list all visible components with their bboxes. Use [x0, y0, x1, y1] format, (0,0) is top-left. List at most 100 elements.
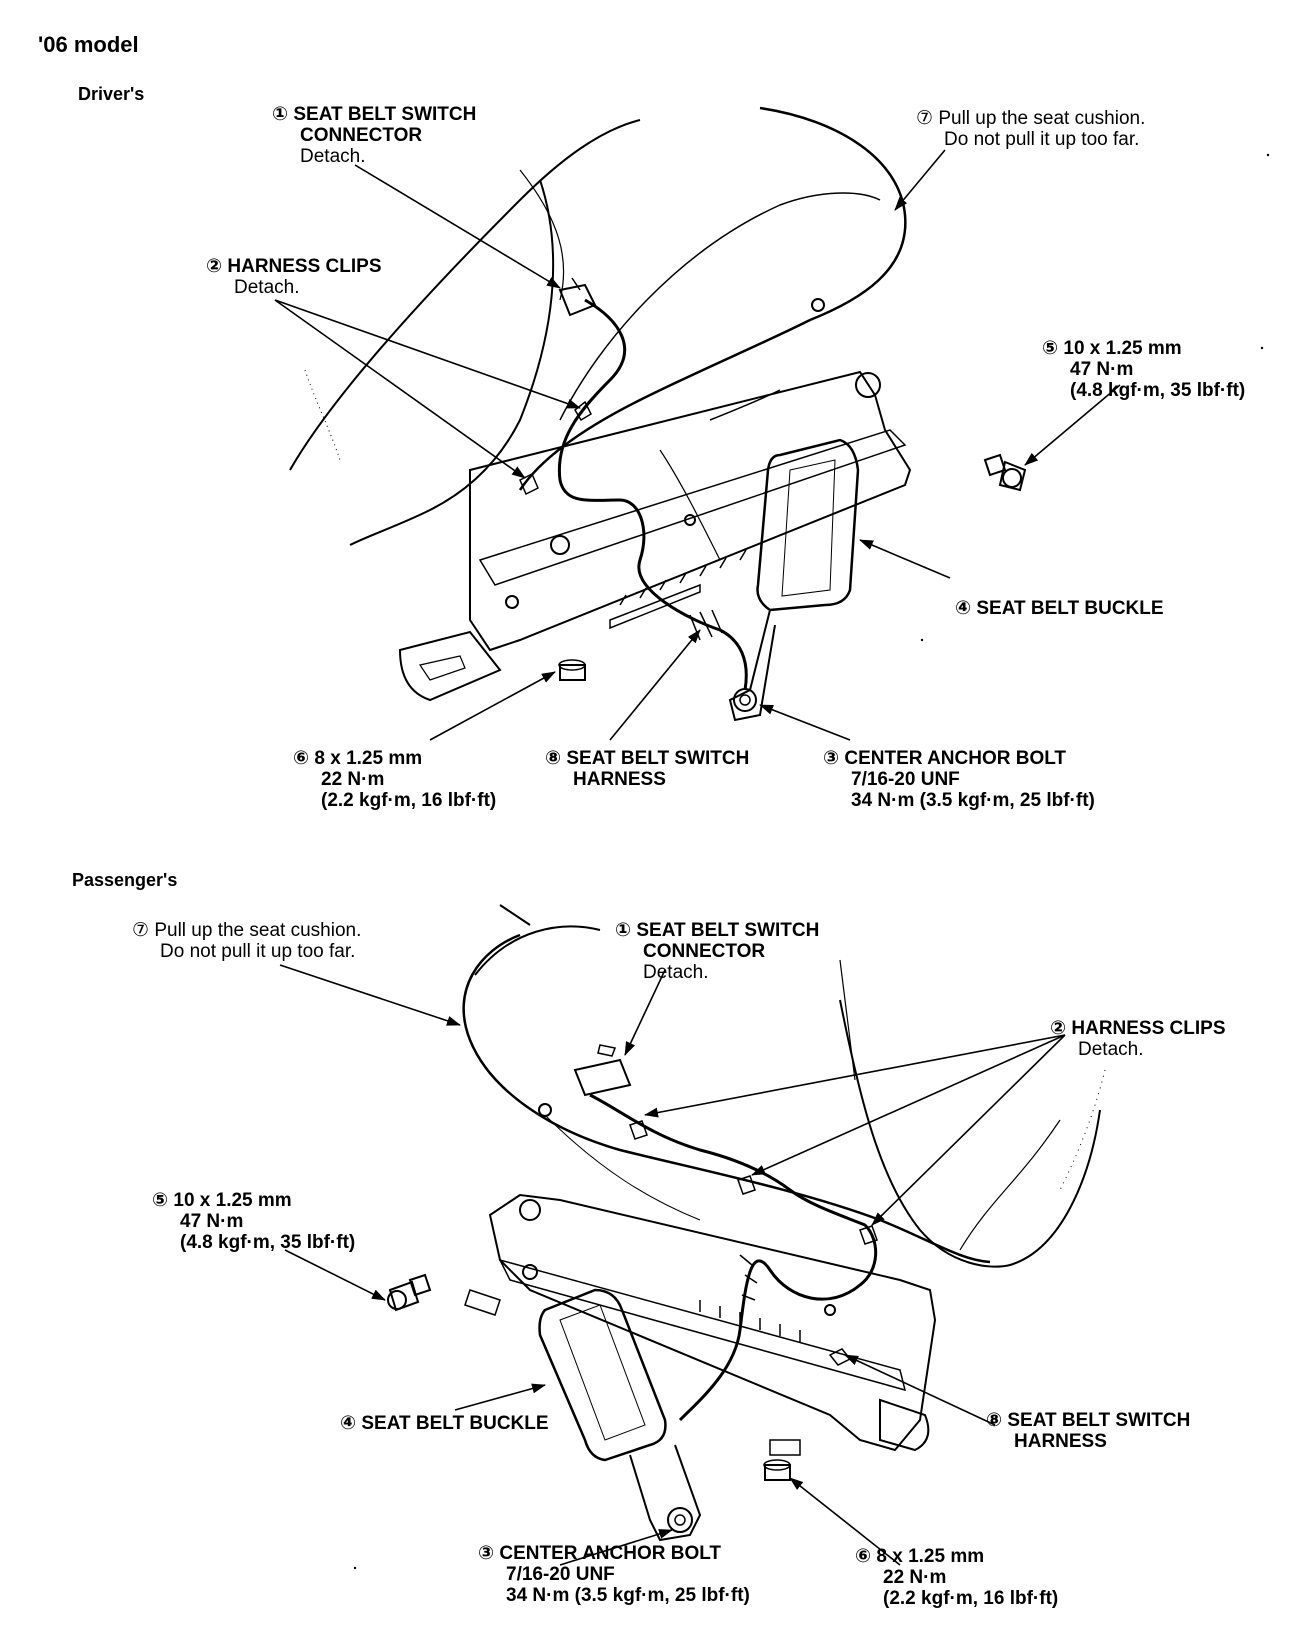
driver-callout-6: ⑥ 8 x 1.25 mm 22 N·m (2.2 kgf·m, 16 lbf·…: [293, 748, 496, 811]
callout-text: Pull up the seat cushion.: [154, 920, 362, 941]
callout-number: ①: [615, 920, 632, 941]
passenger-switch-connector: [573, 1058, 632, 1097]
callout-number: ①: [272, 104, 289, 125]
callout-number: ③: [823, 748, 840, 769]
callout-text: (2.2 kgf·m, 16 lbf·ft): [883, 1588, 1059, 1609]
callout-text: CENTER ANCHOR BOLT: [499, 1543, 722, 1564]
passenger-bolt: [387, 1273, 432, 1312]
passenger-callout-5: ⑤ 10 x 1.25 mm 47 N·m (4.8 kgf·m, 35 lbf…: [152, 1190, 355, 1253]
callout-text: 7/16-20 UNF: [851, 769, 960, 790]
driver-seat-illustration: [289, 106, 1027, 722]
callout-number: ⑥: [855, 1546, 872, 1567]
callout-text: Detach.: [1078, 1039, 1144, 1060]
callout-text: SEAT BELT SWITCH: [636, 920, 820, 941]
callout-text: 10 x 1.25 mm: [1063, 338, 1182, 359]
callout-number: ⑧: [545, 748, 562, 769]
passenger-callout-4: ④ SEAT BELT BUCKLE: [340, 1413, 549, 1434]
callout-text: (2.2 kgf·m, 16 lbf·ft): [321, 790, 497, 811]
callout-text: CONNECTOR: [643, 941, 766, 962]
passenger-harness-clip: [629, 1120, 648, 1140]
callout-number: ④: [955, 598, 972, 619]
callout-number: ⑦: [916, 108, 934, 129]
callout-text: Pull up the seat cushion.: [938, 108, 1146, 129]
callout-number: ②: [1050, 1018, 1067, 1039]
callout-text: 22 N·m: [883, 1567, 947, 1588]
driver-callout-4: ④ SEAT BELT BUCKLE: [955, 598, 1164, 619]
callout-number: ⑦: [132, 920, 150, 941]
callout-text: 47 N·m: [1070, 359, 1134, 380]
driver-nut: [559, 664, 586, 681]
speck: [1260, 346, 1264, 350]
callout-text: 10 x 1.25 mm: [173, 1190, 292, 1211]
passenger-seat-rail: [488, 1193, 937, 1452]
driver-switch-connector: [558, 283, 597, 317]
passenger-harness-clip-2: [737, 1175, 756, 1195]
callout-text: 34 N·m (3.5 kgf·m, 25 lbf·ft): [851, 790, 1095, 811]
callout-number: ⑥: [293, 748, 310, 769]
passenger-seat-belt-buckle: [538, 1288, 667, 1462]
callout-text: Do not pull it up too far.: [160, 941, 356, 962]
callout-text: SEAT BELT SWITCH: [293, 104, 477, 125]
passengers-heading: Passenger's: [72, 870, 178, 890]
passenger-nut: [764, 1464, 791, 1481]
passenger-callout-6: ⑥ 8 x 1.25 mm 22 N·m (2.2 kgf·m, 16 lbf·…: [855, 1546, 1058, 1609]
driver-harness-clip: [574, 400, 592, 422]
callout-text: Do not pull it up too far.: [944, 129, 1140, 150]
passenger-callout-8: ⑧ SEAT BELT SWITCH HARNESS: [986, 1410, 1190, 1452]
passenger-center-anchor-bolt: [667, 1507, 693, 1533]
passenger-callout-3: ③ CENTER ANCHOR BOLT 7/16-20 UNF 34 N·m …: [478, 1543, 750, 1606]
callout-text: (4.8 kgf·m, 35 lbf·ft): [180, 1232, 356, 1253]
passenger-seat-belt-switch-harness: [589, 1093, 878, 1422]
speck: [353, 1566, 357, 1570]
drivers-heading: Driver's: [78, 84, 145, 104]
callout-text: SEAT BELT SWITCH: [566, 748, 750, 769]
driver-callout-2: ② HARNESS CLIPS Detach.: [206, 256, 382, 298]
driver-callout-1: ① SEAT BELT SWITCH CONNECTOR Detach.: [272, 104, 476, 167]
driver-seat-rail: [469, 370, 912, 652]
passenger-callout-7: ⑦ Pull up the seat cushion. Do not pull …: [132, 920, 361, 962]
callout-text: SEAT BELT BUCKLE: [361, 1413, 549, 1434]
driver-harness-clip-2: [519, 472, 539, 496]
callout-text: CENTER ANCHOR BOLT: [844, 748, 1067, 769]
callout-text: HARNESS CLIPS: [227, 256, 382, 277]
page-title: '06 model: [38, 32, 139, 57]
callout-text: 34 N·m (3.5 kgf·m, 25 lbf·ft): [506, 1585, 750, 1606]
driver-bolt: [983, 453, 1027, 492]
callout-text: (4.8 kgf·m, 35 lbf·ft): [1070, 380, 1246, 401]
callout-number: ⑧: [986, 1410, 1003, 1431]
speck: [1266, 153, 1270, 157]
callout-text: 8 x 1.25 mm: [876, 1546, 985, 1567]
callout-text: 8 x 1.25 mm: [314, 748, 423, 769]
driver-floor-bracket: [398, 630, 502, 702]
callout-number: ⑤: [1042, 338, 1059, 359]
callout-text: HARNESS CLIPS: [1071, 1018, 1226, 1039]
passenger-seat-cushion: [462, 933, 991, 1264]
passenger-seat-back: [839, 999, 1101, 1268]
callout-number: ③: [478, 1543, 495, 1564]
callout-text: Detach.: [643, 962, 709, 983]
passenger-floor-bracket: [879, 1398, 930, 1452]
driver-leader-lines: [274, 149, 1121, 741]
driver-callout-7: ⑦ Pull up the seat cushion. Do not pull …: [916, 108, 1145, 150]
callout-text: 47 N·m: [180, 1211, 244, 1232]
callout-text: HARNESS: [1014, 1431, 1107, 1452]
passenger-callout-2: ② HARNESS CLIPS Detach.: [1050, 1018, 1226, 1060]
passenger-seat-illustration: [387, 904, 1106, 1542]
passenger-callout-1: ① SEAT BELT SWITCH CONNECTOR Detach.: [615, 920, 819, 983]
driver-callout-3: ③ CENTER ANCHOR BOLT 7/16-20 UNF 34 N·m …: [823, 748, 1095, 811]
callout-text: Detach.: [300, 146, 366, 167]
speck: [920, 638, 924, 642]
callout-text: HARNESS: [573, 769, 666, 790]
callout-text: SEAT BELT SWITCH: [1007, 1410, 1191, 1431]
callout-number: ④: [340, 1413, 357, 1434]
callout-text: CONNECTOR: [300, 125, 423, 146]
callout-text: SEAT BELT BUCKLE: [976, 598, 1164, 619]
callout-text: 7/16-20 UNF: [506, 1564, 615, 1585]
passenger-leader-lines: [279, 964, 1066, 1566]
driver-callout-8: ⑧ SEAT BELT SWITCH HARNESS: [545, 748, 749, 790]
callout-text: 22 N·m: [321, 769, 385, 790]
driver-seat-back: [289, 119, 641, 471]
driver-seat-belt-switch-harness: [557, 298, 748, 691]
callout-number: ⑤: [152, 1190, 169, 1211]
